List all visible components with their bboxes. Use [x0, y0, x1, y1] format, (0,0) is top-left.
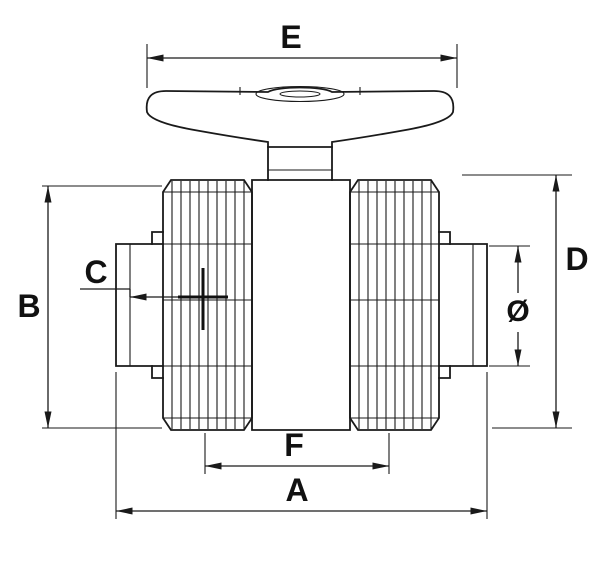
dimension-label-F: F — [284, 427, 304, 463]
dimension-label-E: E — [280, 19, 301, 55]
dimension-A: A — [115, 372, 488, 519]
dimension-label-C: C — [84, 254, 107, 290]
dimension-label-B: B — [17, 288, 40, 324]
valve-stem — [267, 146, 333, 181]
socket-left — [115, 231, 164, 379]
valve-handle — [145, 85, 455, 148]
handle-slot — [279, 90, 321, 98]
dimension-D: D — [462, 174, 589, 429]
handle-hub — [255, 85, 345, 103]
dimension-B: B — [17, 185, 162, 429]
dimension-F: F — [204, 427, 390, 474]
dimension-C: C — [80, 254, 228, 330]
dimension-diameter: Ø — [489, 245, 530, 367]
dimension-label-A: A — [285, 472, 308, 508]
dimension-E: E — [146, 19, 458, 88]
centerline-cross — [178, 268, 228, 330]
dimension-label-diameter: Ø — [506, 295, 529, 328]
union-nut-left — [162, 179, 253, 431]
valve-body — [251, 179, 351, 431]
socket-right — [438, 231, 488, 379]
handle-ticks — [239, 87, 361, 95]
union-nut-right — [349, 179, 440, 431]
dimension-label-D: D — [565, 241, 588, 277]
